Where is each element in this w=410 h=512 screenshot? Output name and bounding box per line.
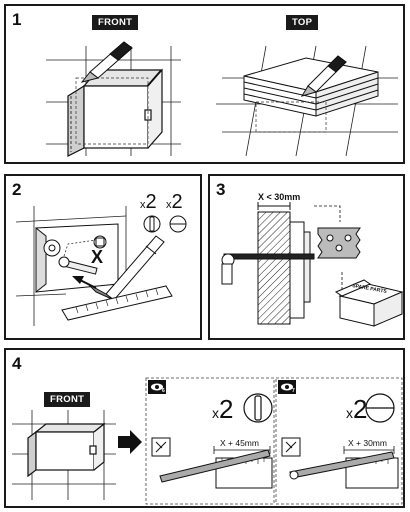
- bolt-6: [159, 449, 271, 483]
- ruler-step2: [61, 285, 173, 321]
- direction-arrow-step2: [72, 276, 97, 289]
- cabinet-step4: [27, 422, 106, 478]
- screw-cap-icons: [143, 215, 187, 233]
- guide-dotted: [63, 239, 97, 257]
- cutter-knife-front: [80, 41, 133, 83]
- cabinet-interior: [35, 223, 119, 294]
- cabinet-top: [243, 57, 379, 117]
- quantity-value: 2: [145, 191, 157, 213]
- quantity-value: 2: [353, 394, 368, 424]
- screw-step2: [58, 256, 98, 275]
- times-symbol: x: [212, 405, 219, 421]
- cutout-outline-top: [255, 101, 327, 133]
- step-4-illustration: [12, 377, 403, 505]
- sub-step-7-index: 7: [292, 388, 295, 394]
- wall-section: [257, 211, 311, 325]
- times-symbol: x: [140, 199, 146, 211]
- quantity-7: x2: [346, 396, 367, 422]
- cutter-knife-top: [300, 55, 347, 97]
- front-view-label-step4: FRONT: [44, 392, 91, 407]
- quantity-value: 2: [219, 394, 234, 424]
- times-symbol: x: [166, 199, 172, 211]
- step-4-number: 4: [12, 354, 22, 373]
- quantity-value: 2: [171, 191, 183, 213]
- quantity-6: x2: [212, 396, 233, 422]
- step-1-panel: 1 FRONT TOP: [4, 4, 405, 164]
- cutout-outline-front: [75, 77, 149, 145]
- step-3-panel: 3 X < 30mm SPARE PARTS: [208, 174, 405, 340]
- times-symbol: x: [346, 405, 353, 421]
- step-2-number: 2: [12, 180, 22, 199]
- cabinet-front: [67, 68, 163, 157]
- spare-parts-box: [334, 279, 404, 327]
- step-2-panel: 2 x2 x2 X: [4, 174, 202, 340]
- sub-step-6-index: 6: [162, 388, 165, 394]
- top-view-label: TOP: [286, 15, 319, 30]
- front-view-label: FRONT: [92, 15, 139, 30]
- bolt-7: [289, 451, 395, 480]
- sub-panel-6-border: [145, 377, 275, 505]
- screw-quantity-b: x2: [166, 192, 183, 212]
- next-arrow: [118, 430, 142, 454]
- eye-icon: [278, 380, 296, 394]
- step-3-number: 3: [216, 180, 226, 199]
- eye-icon: [148, 380, 166, 394]
- step-3-illustration: [221, 202, 404, 327]
- mounting-plate: [317, 227, 361, 259]
- step-1-illustration: [46, 41, 398, 157]
- length-label-6: X + 45mm: [220, 438, 259, 448]
- dimension-line-6: [213, 446, 271, 454]
- step-4-panel: 4 FRONT 6 7 x2 x2 X + 45mm X + 30mm: [4, 348, 405, 508]
- anchor-bolt: [221, 253, 315, 285]
- cross-mark: X: [91, 247, 104, 267]
- pliers-icon: [281, 437, 301, 457]
- screw-quantity-a: x2: [140, 192, 157, 212]
- length-label-7: X + 30mm: [348, 438, 387, 448]
- half-cap-icon: [365, 393, 395, 423]
- dimension-line-7: [343, 446, 395, 454]
- step-2-illustration: [15, 206, 187, 326]
- leader-lines: [314, 205, 350, 297]
- sub-panel-7-border: [275, 377, 403, 505]
- measurement-label: X < 30mm: [258, 192, 301, 202]
- measure-bracket: [257, 202, 291, 210]
- pliers-icon: [151, 437, 171, 457]
- step-1-number: 1: [12, 10, 22, 29]
- round-cap-icon: [243, 393, 273, 423]
